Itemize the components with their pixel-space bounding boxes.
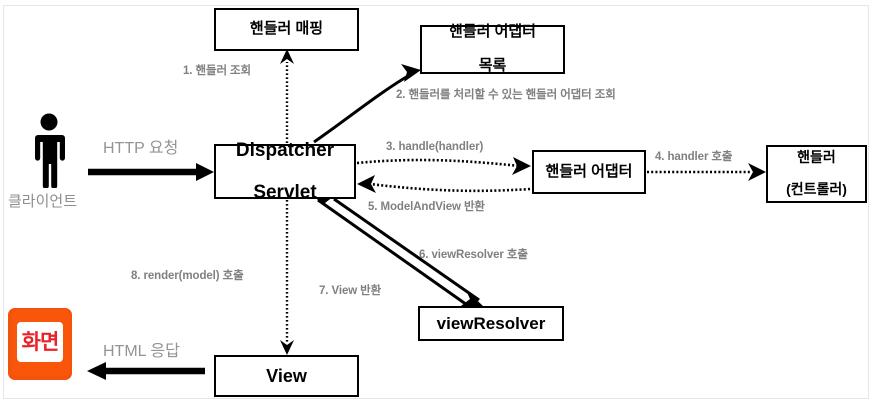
edge-label-step3: 3. handle(handler) (386, 141, 483, 153)
line-1: 핸들러 (797, 149, 836, 166)
line-1: 핸들러 어댑터 (449, 23, 536, 41)
edge-step6-viewresolver-call (333, 197, 483, 306)
edge-label-step5: 5. ModelAndView 반환 (368, 198, 485, 214)
edge-label-step4: 4. handler 호출 (655, 148, 732, 164)
node-handler-adapter[interactable]: 핸들러 어댑터 (532, 150, 646, 194)
screen-icon-text: 화면 (21, 329, 60, 354)
edge-step3-handle (356, 157, 531, 175)
edge-step4-handler-call (647, 163, 766, 181)
node-handler-controller-label: 핸들러 (컨트롤러) (768, 150, 865, 197)
label-text: 4. handler 호출 (655, 151, 733, 163)
edge-html-response (87, 362, 205, 380)
edge-label-step2: 2. 핸들러를 처리할 수 있는 핸들러 어댑터 조회 (396, 86, 616, 102)
label-text: 6. viewResolver 호출 (419, 249, 528, 261)
label-text: 5. ModelAndView 반환 (368, 201, 485, 213)
line-2: Servlet (253, 182, 317, 204)
label-text: HTTP 요청 (103, 140, 179, 157)
line-1: Dispatcher (235, 139, 335, 161)
node-handler-mapping-label: 핸들러 매핑 (249, 20, 324, 38)
client-person-icon (35, 113, 65, 188)
edge-step2-adapter-lookup (313, 64, 421, 144)
edge-label-html-response: HTML 응답 (103, 337, 180, 361)
label-text: 7. View 반환 (319, 285, 382, 297)
edge-http-request (88, 163, 214, 181)
node-view-resolver[interactable]: viewResolver (418, 306, 564, 341)
label-text: 3. handle(handler) (386, 141, 484, 153)
node-handler-controller[interactable]: 핸들러 (컨트롤러) (766, 145, 867, 203)
node-handler-adapter-label: 핸들러 어댑터 (545, 162, 633, 180)
edge-label-step8: 8. render(model) 호출 (131, 267, 244, 283)
line-2: 목록 (478, 56, 507, 74)
edge-label-step1: 1. 핸들러 조회 (183, 62, 251, 78)
node-view-resolver-label: viewResolver (436, 313, 546, 333)
label-text: HTML 응답 (103, 343, 180, 360)
node-view[interactable]: View (214, 355, 359, 397)
client-label: 클라이언트 (8, 193, 78, 210)
edge-label-step7: 7. View 반환 (319, 282, 381, 298)
node-handler-mapping[interactable]: 핸들러 매핑 (214, 8, 359, 51)
screen-icon: 화면 (8, 308, 72, 380)
edge-step8-render (280, 200, 294, 355)
node-view-label: View (266, 365, 307, 386)
screen-icon-inner: 화면 (17, 322, 63, 362)
edge-label-http-request: HTTP 요청 (103, 134, 178, 158)
line-2: (컨트롤러) (786, 180, 847, 197)
label-text: 1. 핸들러 조회 (183, 65, 251, 77)
label-text: 2. 핸들러를 처리할 수 있는 핸들러 어댑터 조회 (396, 89, 616, 101)
edge-step5-modelandview (357, 175, 531, 193)
label-text: 8. render(model) 호출 (131, 270, 244, 282)
edge-label-step6: 6. viewResolver 호출 (419, 246, 528, 262)
edge-step1-handler-lookup (280, 49, 294, 143)
